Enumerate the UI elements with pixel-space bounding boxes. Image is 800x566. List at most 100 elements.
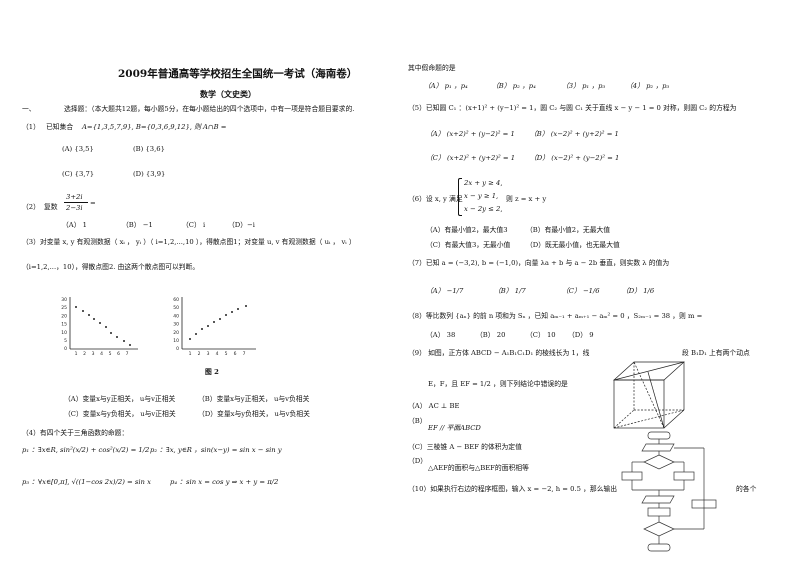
q3-option-b: （B）变量x与y正相关， u与v负相关	[198, 395, 310, 403]
plot1-y-tick: 0	[64, 346, 67, 352]
q9-option-b-label: （B）	[408, 417, 427, 425]
q6-option-a: （A）有最小值2，最大值3	[426, 226, 508, 234]
plot2-x-tick: 2	[198, 351, 201, 357]
plot1-x-tick: 3	[92, 351, 95, 357]
plot1-point	[88, 314, 90, 316]
plot2-y-tick: 0	[176, 346, 179, 352]
q2-equals: =	[90, 199, 96, 207]
plot1-y-tick: 25	[61, 305, 67, 311]
plot2-y-tick: 30	[173, 322, 179, 328]
plot2-y-tick: 10	[173, 338, 179, 344]
q7-text: （7）已知 a = (−3,2), b = (−1,0)，向量 λa + b 与…	[408, 259, 670, 267]
q9-option-d-label: （D）	[408, 457, 428, 465]
plot2-point	[213, 321, 215, 323]
q9-text-3: E，F，且 EF = 1/2 ，则下列结论中错误的是	[428, 380, 568, 388]
q3-line1: （3）对变量 x, y 有观测数据（ xᵢ ， yᵢ ）（ i=1,2,...,…	[22, 238, 356, 246]
q8-option-a: （A） 38	[426, 331, 456, 339]
q2-label: （2）	[22, 203, 40, 211]
page-subtitle: 数学（文史类）	[200, 89, 256, 99]
cube-figure	[613, 361, 685, 429]
q1-option-b: (B) {3,6}	[133, 145, 165, 153]
plot2-point	[245, 305, 247, 307]
q6-brace	[458, 178, 462, 216]
q8-text: （8）等比数列 {aₙ} 的前 n 项和为 Sₙ ，已知 aₘ₋₁ + aₘ₊₁…	[408, 312, 703, 320]
q9-text-1: （9） 如图，正方体 ABCD − A₁B₁C₁D₁ 的棱线长为 1，线	[408, 349, 590, 357]
q6-constraint-3: x − 2y ≤ 2,	[464, 205, 503, 213]
q1-option-a: (A) {3,5}	[62, 145, 94, 153]
q2-text: 复数	[44, 203, 58, 211]
plot1-point	[105, 326, 107, 328]
plot2-x-tick: 7	[243, 351, 246, 357]
section-number: 一、	[22, 105, 36, 113]
plot1-x-tick: 7	[126, 351, 129, 357]
q10-text: （10）如果执行右边的程序框图，输入 x = −2, h = 0.5 ，那么输出	[408, 485, 618, 493]
q5-text: （5）已知圆 C₁ ：(x+1)² + (y−1)² = 1，圆 C₂ 与圆 C…	[408, 104, 737, 112]
q2-option-b: （B） −1	[122, 221, 153, 229]
plot1-y-tick: 5	[64, 338, 67, 344]
plot1-point	[82, 310, 84, 312]
q6-option-d: （D）既无最小值，也无最大值	[526, 241, 620, 249]
plot1-y-tick: 15	[61, 322, 67, 328]
q2-numerator: 3+2i	[66, 193, 83, 201]
plot2-x-tick: 6	[234, 351, 237, 357]
q1-math: A={1,3,5,7,9}, B={0,3,6,9,12}, 则 A∩B =	[82, 123, 227, 131]
q3-option-d: （D）变量x与y负相关， u与v负相关	[198, 410, 310, 418]
plot1-y-tick: 10	[61, 330, 67, 336]
plot2-x-tick: 1	[189, 351, 192, 357]
q1-option-c: (C) {3,7}	[62, 170, 95, 178]
plot1-point	[123, 340, 125, 342]
q6-option-b: （B）有最小值2，无最大值	[526, 226, 611, 234]
figure-2-label: 图 2	[205, 368, 219, 376]
plot2-x-tick: 5	[225, 351, 228, 357]
q5-option-d: （D） (x−2)² + (y−2)² = 1	[530, 154, 620, 162]
plot2-point	[195, 333, 197, 335]
q6-constraint-1: 2x + y ≥ 4,	[464, 179, 503, 187]
q7-option-d: （D） 1/6	[622, 287, 655, 295]
q2-option-a: （A） 1	[62, 221, 87, 229]
flowchart-figure	[621, 431, 717, 552]
plot1-x-tick: 2	[83, 351, 86, 357]
plot2-point	[231, 311, 233, 313]
plot2-y-tick: 40	[173, 313, 179, 319]
plot2-point	[201, 328, 203, 330]
plot1-x-tick: 5	[109, 351, 112, 357]
q10-tail: 的各个	[736, 485, 757, 493]
plot1-y-tick: 20	[61, 313, 67, 319]
q4-p2: p₂ ：∃x, y∈R ，sin(x−y) = sin x − sin y	[150, 446, 282, 454]
q8-option-b: （B） 20	[476, 331, 506, 339]
q9-text-2: 段 B₁D₁ 上有两个动点	[682, 349, 750, 357]
q7-option-a: （A） −1/7	[426, 287, 464, 295]
plot1-point	[75, 306, 77, 308]
plot2-y-tick: 60	[173, 297, 179, 303]
q2-option-d: （D）−i	[228, 221, 255, 229]
q8-option-c: （C） 10	[526, 331, 556, 339]
plot1-point	[116, 336, 118, 338]
q5-option-a: （A） (x+2)² + (y−2)² = 1	[426, 130, 515, 138]
plot1-point	[99, 322, 101, 324]
plot2-point	[189, 338, 191, 340]
section-instructions: 选择题：（本大题共12题，每小题5分，在每小题给出的四个选项中，中有一项是符合题…	[64, 105, 355, 113]
q7-option-c: （C） −1/6	[562, 287, 600, 295]
q9-option-c: （C）三棱锥 A − BEF 的体积为定值	[408, 443, 522, 451]
q1-option-d: (D) {3,9}	[133, 170, 166, 178]
plot2-point	[219, 318, 221, 320]
q1-text: 已知集合	[46, 123, 74, 131]
plot1-y-tick: 30	[61, 297, 67, 303]
q4-p4: p₄ ：sin x = cos y ⇒ x + y = π/2	[170, 478, 279, 486]
plot2-x-tick: 3	[207, 351, 210, 357]
q2-option-c: （C） i	[182, 221, 206, 229]
q3-option-c: （C）变量x与y负相关， u与v正相关	[64, 410, 176, 418]
plot2-x-tick: 4	[216, 351, 219, 357]
plot1-x-tick: 6	[117, 351, 120, 357]
q2-denominator: 2−3i	[66, 204, 83, 212]
q4-tail: 其中假命题的是	[408, 64, 456, 72]
plot1-point	[110, 332, 112, 334]
q4-option-a: （A） p₁ ，p₄	[424, 82, 468, 90]
q7-option-b: （B） 1/7	[494, 287, 526, 295]
q8-option-d: （D） 9	[568, 331, 594, 339]
plot2-y-tick: 50	[173, 305, 179, 311]
q4-intro: （4）有四个关于三角函数的命题：	[22, 429, 129, 437]
plot2-y-tick: 20	[173, 330, 179, 336]
